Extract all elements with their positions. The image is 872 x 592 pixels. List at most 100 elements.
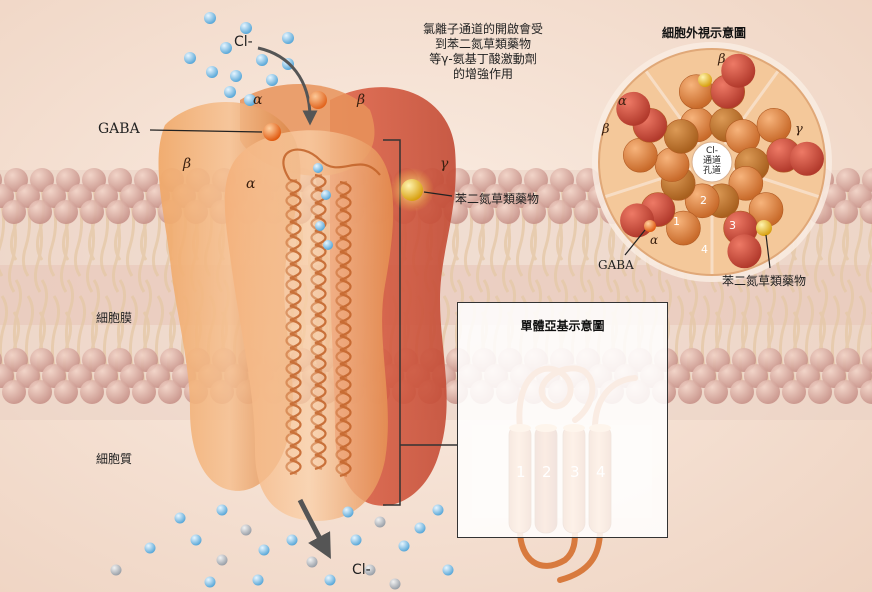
top-view-title: 細胞外視示意圖 [624, 24, 784, 41]
gaba-binding-site [263, 123, 281, 141]
caption-text: 氯離子通道的開啟會受 到苯二氮草類藥物 等γ-氨基丁酸激動劑 的增強作用 [408, 22, 558, 82]
chloride-ion [321, 190, 331, 200]
subunit-label-beta-top: β [357, 92, 365, 108]
chloride-ion [259, 545, 270, 556]
pore-label-line-2: 通道 [692, 156, 732, 166]
lipid-head [106, 200, 130, 224]
lipid-head [54, 200, 78, 224]
pore-label-line-3: 孔道 [692, 166, 732, 176]
top-helix-number-2: 2 [700, 194, 707, 207]
caption-line-4: 的增強作用 [408, 67, 558, 82]
chloride-ion [111, 565, 122, 576]
chloride-ion [230, 70, 242, 82]
chloride-ion [266, 74, 278, 86]
pore-label-line-1: Cl- [692, 146, 732, 156]
chloride-ion [224, 86, 236, 98]
helix-ball [623, 138, 657, 172]
lipid-head [808, 380, 832, 404]
top-benzo-site-upper [698, 73, 712, 87]
subunit-label-alpha-front: α [246, 176, 255, 192]
chloride-ion [256, 54, 268, 66]
lipid-head [158, 380, 182, 404]
chloride-ion [282, 32, 294, 44]
lipid-head [2, 380, 26, 404]
lipid-head [704, 380, 728, 404]
lipid-head [730, 380, 754, 404]
chloride-ion [325, 575, 336, 586]
lipid-head [28, 200, 52, 224]
pore-label: Cl- 通道 孔道 [692, 146, 732, 176]
top-helix-number-1: 1 [673, 215, 680, 228]
lipid-head [548, 200, 572, 224]
lipid-head [132, 380, 156, 404]
helix-ball [727, 234, 761, 268]
chloride-ion [399, 541, 410, 552]
chloride-ion [241, 525, 252, 536]
chloride-ion [351, 535, 362, 546]
top-gaba-label: GABA [598, 258, 634, 272]
monomer-helix-number-1: 1 [516, 463, 526, 481]
subunit-label-alpha-top: α [253, 92, 262, 108]
receptor-complex [159, 84, 456, 521]
top-helix-number-4: 4 [701, 243, 708, 256]
lipid-head [678, 380, 702, 404]
chloride-ion [375, 517, 386, 528]
chloride-ion [220, 42, 232, 54]
lipid-head [782, 380, 806, 404]
chloride-ion [315, 221, 325, 231]
top-subunit-label-beta-1: β [718, 52, 726, 67]
chloride-ion [204, 12, 216, 24]
gaba-binding-site-top [309, 91, 327, 109]
lipid-head [106, 380, 130, 404]
cl-ion-top-label: Cl- [234, 34, 253, 50]
top-gaba-site [644, 220, 656, 232]
chloride-ion [390, 579, 401, 590]
cl-ion-bottom-label: Cl- [352, 562, 371, 578]
gaba-label: GABA [98, 121, 140, 137]
caption-line-1: 氯離子通道的開啟會受 [408, 22, 558, 37]
helix-ball [790, 142, 824, 176]
benzodiazepine-label: 苯二氮草類藥物 [455, 190, 539, 207]
top-subunit-label-alpha-1: α [618, 94, 627, 109]
chloride-ion [307, 557, 318, 568]
monomer-inset-box: 單體亞基示意圖 [457, 302, 668, 538]
cytoplasm-label: 細胞質 [96, 450, 132, 467]
chloride-ion [443, 565, 454, 576]
top-subunit-label-alpha-2: α [650, 233, 658, 247]
chloride-ion [253, 575, 264, 586]
chloride-ion [184, 52, 196, 64]
subunit-label-gamma: γ [440, 156, 448, 172]
lipid-head [756, 380, 780, 404]
lipid-head [2, 200, 26, 224]
lipid-head [574, 200, 598, 224]
monomer-helix-number-2: 2 [542, 463, 552, 481]
chloride-ion [205, 577, 216, 588]
helix-ball [721, 54, 755, 88]
cell-membrane-label: 細胞膜 [96, 309, 132, 326]
top-benzo-label: 苯二氮草類藥物 [722, 272, 806, 289]
chloride-ion [313, 163, 323, 173]
chloride-ion [206, 66, 218, 78]
lipid-head [80, 200, 104, 224]
chloride-ion [343, 507, 354, 518]
top-helix-number-3: 3 [729, 219, 736, 232]
chloride-ion [287, 535, 298, 546]
lipid-head [834, 200, 858, 224]
chloride-ion [323, 240, 333, 250]
caption-line-2: 到苯二氮草類藥物 [408, 37, 558, 52]
lipid-head [80, 380, 104, 404]
monomer-helix-number-4: 4 [596, 463, 606, 481]
monomer-helix-number-3: 3 [570, 463, 580, 481]
subunit-label-beta-left: β [183, 156, 191, 172]
lipid-head [54, 380, 78, 404]
helix-ball [757, 108, 791, 142]
monomer-inset-title: 單體亞基示意圖 [458, 317, 667, 334]
top-benzo-site [756, 220, 772, 236]
chloride-ion [240, 22, 252, 34]
chloride-ion [191, 535, 202, 546]
top-subunit-label-beta-2: β [602, 122, 610, 137]
chloride-ion [217, 505, 228, 516]
top-subunit-label-gamma: γ [795, 122, 803, 137]
chloride-ion [175, 513, 186, 524]
